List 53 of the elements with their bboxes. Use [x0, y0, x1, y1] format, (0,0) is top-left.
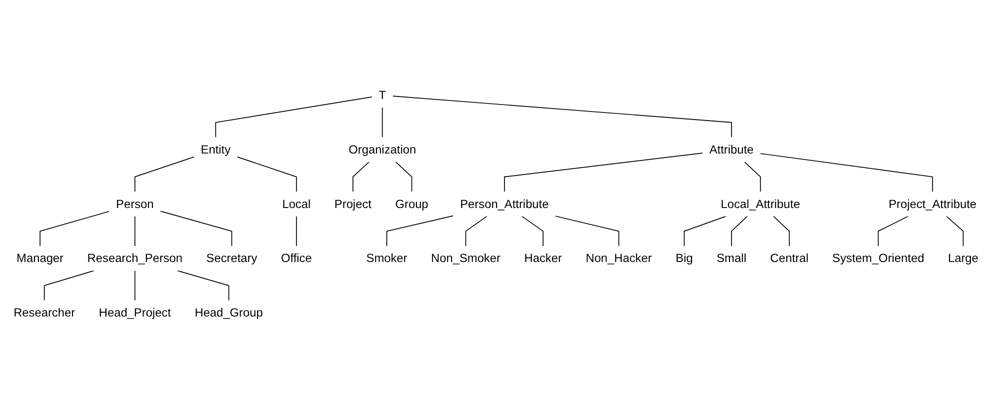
node-text: Large: [948, 251, 978, 265]
connector: [386, 215, 454, 246]
connector: [773, 216, 790, 246]
node-text: Project: [334, 196, 372, 210]
connector: [522, 216, 544, 246]
node-text: Central: [770, 251, 808, 265]
connector: [236, 156, 297, 192]
connector: [160, 210, 232, 246]
connector: [134, 156, 194, 192]
node-text: Researcher: [14, 306, 76, 320]
connector: [465, 216, 488, 246]
node-text: Smoker: [366, 251, 408, 265]
node-text: Head_Project: [98, 306, 171, 320]
connector: [504, 152, 703, 192]
node-text: Local: [282, 196, 311, 210]
node-text: T: [378, 88, 386, 102]
node-text: Non_Smoker: [431, 251, 500, 265]
connector: [296, 216, 297, 246]
connector: [134, 216, 136, 246]
connector: [760, 153, 933, 192]
node-text: Entity: [200, 142, 231, 156]
connector: [215, 96, 372, 138]
connector: [744, 162, 761, 192]
node-text: Office: [280, 251, 312, 265]
node-text: Local_Attribute: [720, 196, 800, 210]
connector: [392, 96, 732, 138]
connector: [684, 216, 726, 246]
connector: [134, 270, 136, 301]
connector: [40, 210, 110, 246]
node-text: Manager: [16, 251, 64, 265]
connector: [395, 162, 412, 192]
node-text: Organization: [348, 142, 416, 156]
node-text: Project_Attribute: [888, 196, 977, 210]
connector: [731, 216, 748, 246]
node-text: Small: [716, 251, 746, 265]
connector: [352, 162, 370, 192]
node-text: Person_Attribute: [460, 196, 549, 210]
node-text: System_Oriented: [832, 251, 924, 265]
connector: [946, 216, 964, 246]
connector: [44, 270, 94, 301]
node-text: Non_Hacker: [586, 251, 652, 265]
connector: [382, 107, 383, 138]
node-text: Group: [395, 196, 428, 210]
node-text: Research_Person: [87, 251, 183, 265]
connector: [555, 216, 620, 246]
node-text: Attribute: [709, 142, 754, 156]
connector: [177, 270, 230, 301]
connector: [878, 216, 908, 246]
node-text: Secretary: [206, 251, 258, 265]
node-text: Big: [676, 251, 693, 265]
node-text: Head_Group: [194, 306, 263, 320]
node-text: Hacker: [524, 251, 562, 265]
node-text: Person: [116, 196, 154, 210]
